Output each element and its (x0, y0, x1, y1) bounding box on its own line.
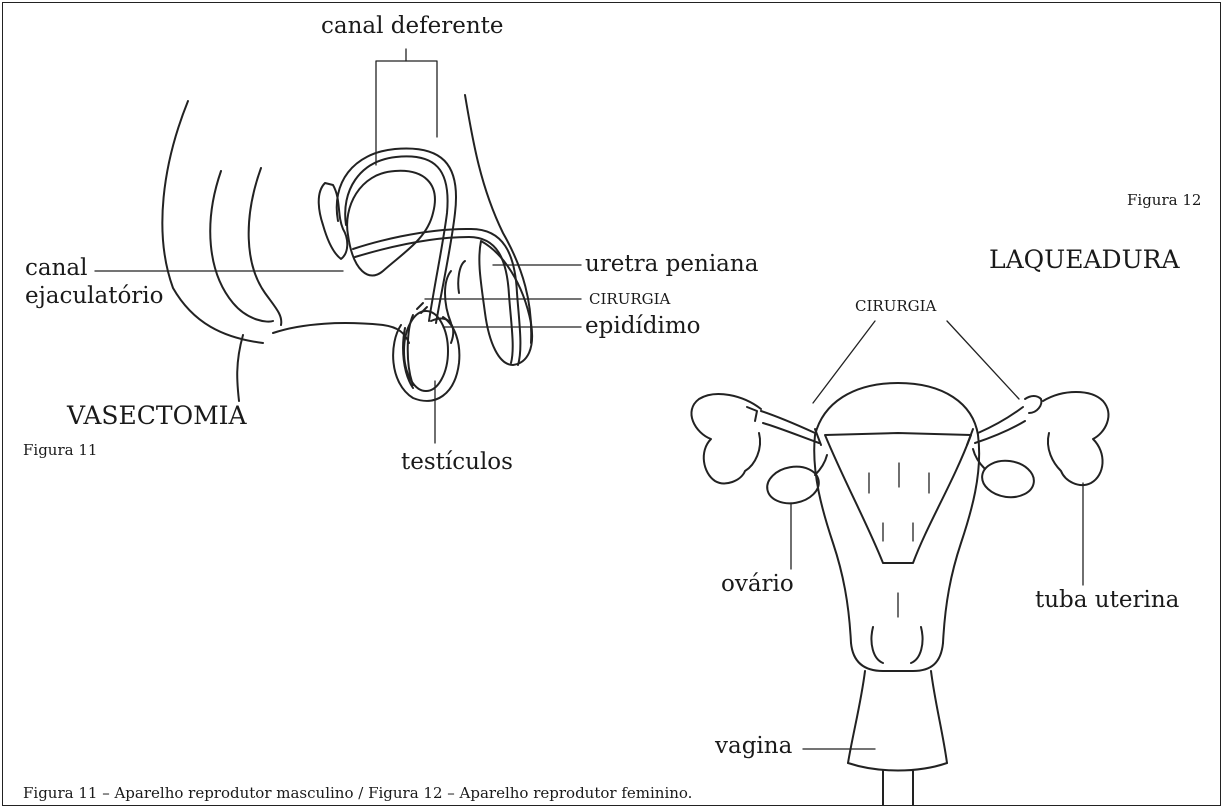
label-cirurgia-male: CIRURGIA (589, 290, 670, 308)
label-uretra-peniana: uretra peniana (585, 251, 758, 277)
label-ovario: ovário (721, 571, 794, 597)
label-cirurgia-female: CIRURGIA (855, 297, 936, 315)
figure-12-label: Figura 12 (1127, 191, 1201, 209)
title-vasectomia: VASECTOMIA (67, 401, 247, 430)
label-ejaculatorio: ejaculatório (25, 283, 164, 309)
figure-11-label: Figura 11 (23, 441, 97, 459)
label-tuba-uterina: tuba uterina (1035, 587, 1179, 613)
female-leader-lines (791, 321, 1083, 749)
figure-caption: Figura 11 – Aparelho reprodutor masculin… (3, 777, 1220, 805)
title-laqueadura: LAQUEADURA (989, 245, 1180, 274)
label-canal-deferente: canal deferente (321, 13, 504, 39)
label-epididimo: epidídimo (585, 313, 701, 339)
male-leader-lines (95, 49, 581, 443)
male-reproductive-diagram (162, 95, 532, 401)
label-canal: canal (25, 255, 87, 281)
label-testiculos: testículos (401, 449, 513, 475)
label-vagina: vagina (715, 733, 792, 759)
